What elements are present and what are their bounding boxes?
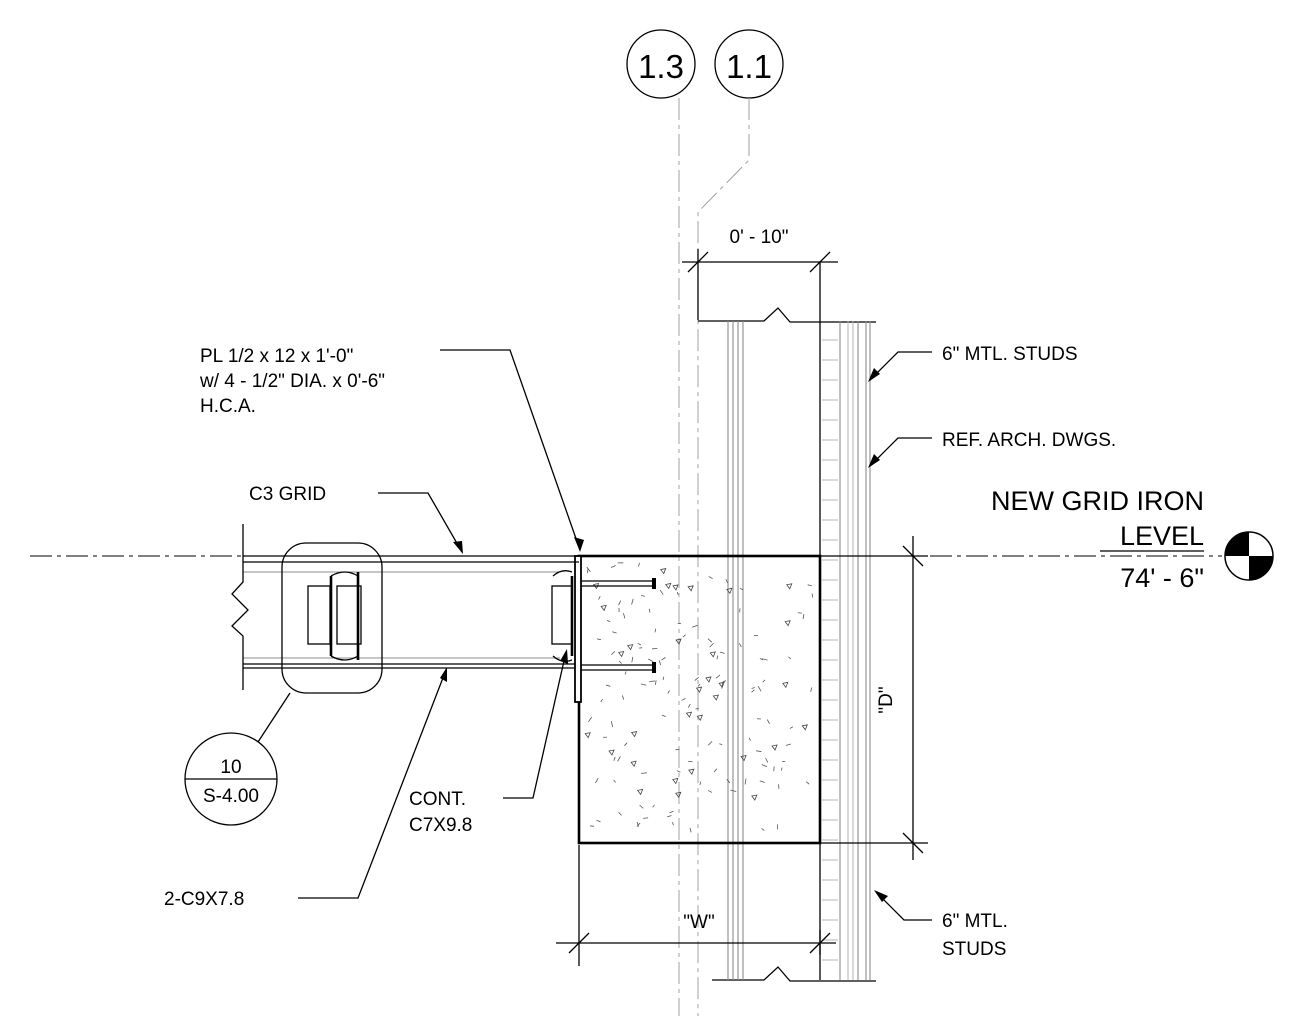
callout-double-channel-text: 2-C9X7.8	[164, 889, 244, 910]
grid-bubble-1-3[interactable]	[626, 29, 696, 99]
dimension-bottom: "W"	[556, 845, 836, 966]
dimension-depth-text: "D"	[876, 686, 897, 713]
callout-cont-channel-line1: CONT.	[409, 789, 466, 810]
double-channel-beam[interactable]	[231, 524, 579, 690]
callout-studs-bottom-line2: STUDS	[942, 939, 1006, 960]
callout-studs-top-text: 6" MTL. STUDS	[942, 344, 1078, 365]
concrete-hatch	[584, 562, 814, 833]
callout-studs-bottom-line1: 6" MTL.	[942, 911, 1008, 932]
level-name-line2: LEVEL	[1120, 521, 1204, 551]
grid-line-1-1: 1.1	[697, 29, 784, 1016]
arrowhead	[440, 667, 447, 682]
level-target-icon	[1224, 531, 1274, 581]
grid-line-1-3: 1.3	[626, 29, 696, 1016]
callout-ref-arch[interactable]: REF. ARCH. DWGS.	[868, 430, 1116, 468]
level-elevation: 74' - 6"	[1120, 563, 1204, 593]
level-name-line1: NEW GRID IRON	[991, 486, 1204, 516]
level-marker[interactable]: NEW GRID IRON LEVEL 74' - 6"	[991, 486, 1274, 593]
callout-plate-line3: H.C.A.	[200, 396, 256, 417]
detail-number: 10	[220, 757, 241, 778]
arrowhead	[874, 890, 888, 902]
callout-c3-grid-text: C3 GRID	[249, 484, 326, 505]
callout-plate[interactable]: PL 1/2 x 12 x 1'-0" w/ 4 - 1/2" DIA. x 0…	[199, 346, 584, 552]
detail-callout-boundary[interactable]	[281, 542, 383, 694]
dimension-top-text: 0' - 10"	[730, 227, 789, 248]
arrowhead	[560, 649, 568, 664]
headed-stud	[581, 662, 656, 673]
detail-sheet: S-4.00	[203, 786, 259, 807]
concrete-bond-beam[interactable]	[577, 554, 822, 845]
callout-studs-top[interactable]: 6" MTL. STUDS	[868, 344, 1078, 382]
callout-studs-bottom[interactable]: 6" MTL. STUDS	[874, 890, 1008, 960]
embed-plate[interactable]	[574, 555, 582, 703]
callout-double-channel[interactable]: 2-C9X7.8	[164, 667, 447, 910]
arrowhead	[453, 541, 463, 554]
grid-bubble-label: 1.1	[726, 48, 772, 85]
callout-c3-grid[interactable]: C3 GRID	[249, 484, 463, 554]
callout-plate-line2: w/ 4 - 1/2" DIA. x 0'-6"	[199, 371, 385, 392]
dimension-top: 0' - 10"	[682, 227, 838, 320]
arrowhead	[868, 454, 880, 468]
callout-cont-channel-line2: C7X9.8	[409, 815, 472, 836]
arrowhead	[868, 368, 880, 382]
headed-stud	[581, 578, 656, 589]
callout-plate-line1: PL 1/2 x 12 x 1'-0"	[200, 346, 353, 367]
bottom-break-line	[712, 966, 876, 982]
grid-bubble-label: 1.3	[638, 48, 684, 85]
dimension-bottom-text: "W"	[683, 912, 714, 933]
detail-reference[interactable]: 10 S-4.00	[184, 692, 291, 826]
callout-cont-channel[interactable]: CONT. C7X9.8	[409, 649, 568, 836]
channel-connection[interactable]	[307, 571, 362, 661]
top-break-line	[698, 307, 876, 323]
callout-ref-arch-text: REF. ARCH. DWGS.	[942, 430, 1116, 451]
arrowhead	[574, 537, 584, 552]
continuous-channel[interactable]	[551, 570, 574, 662]
dimension-depth: "D"	[820, 536, 928, 860]
